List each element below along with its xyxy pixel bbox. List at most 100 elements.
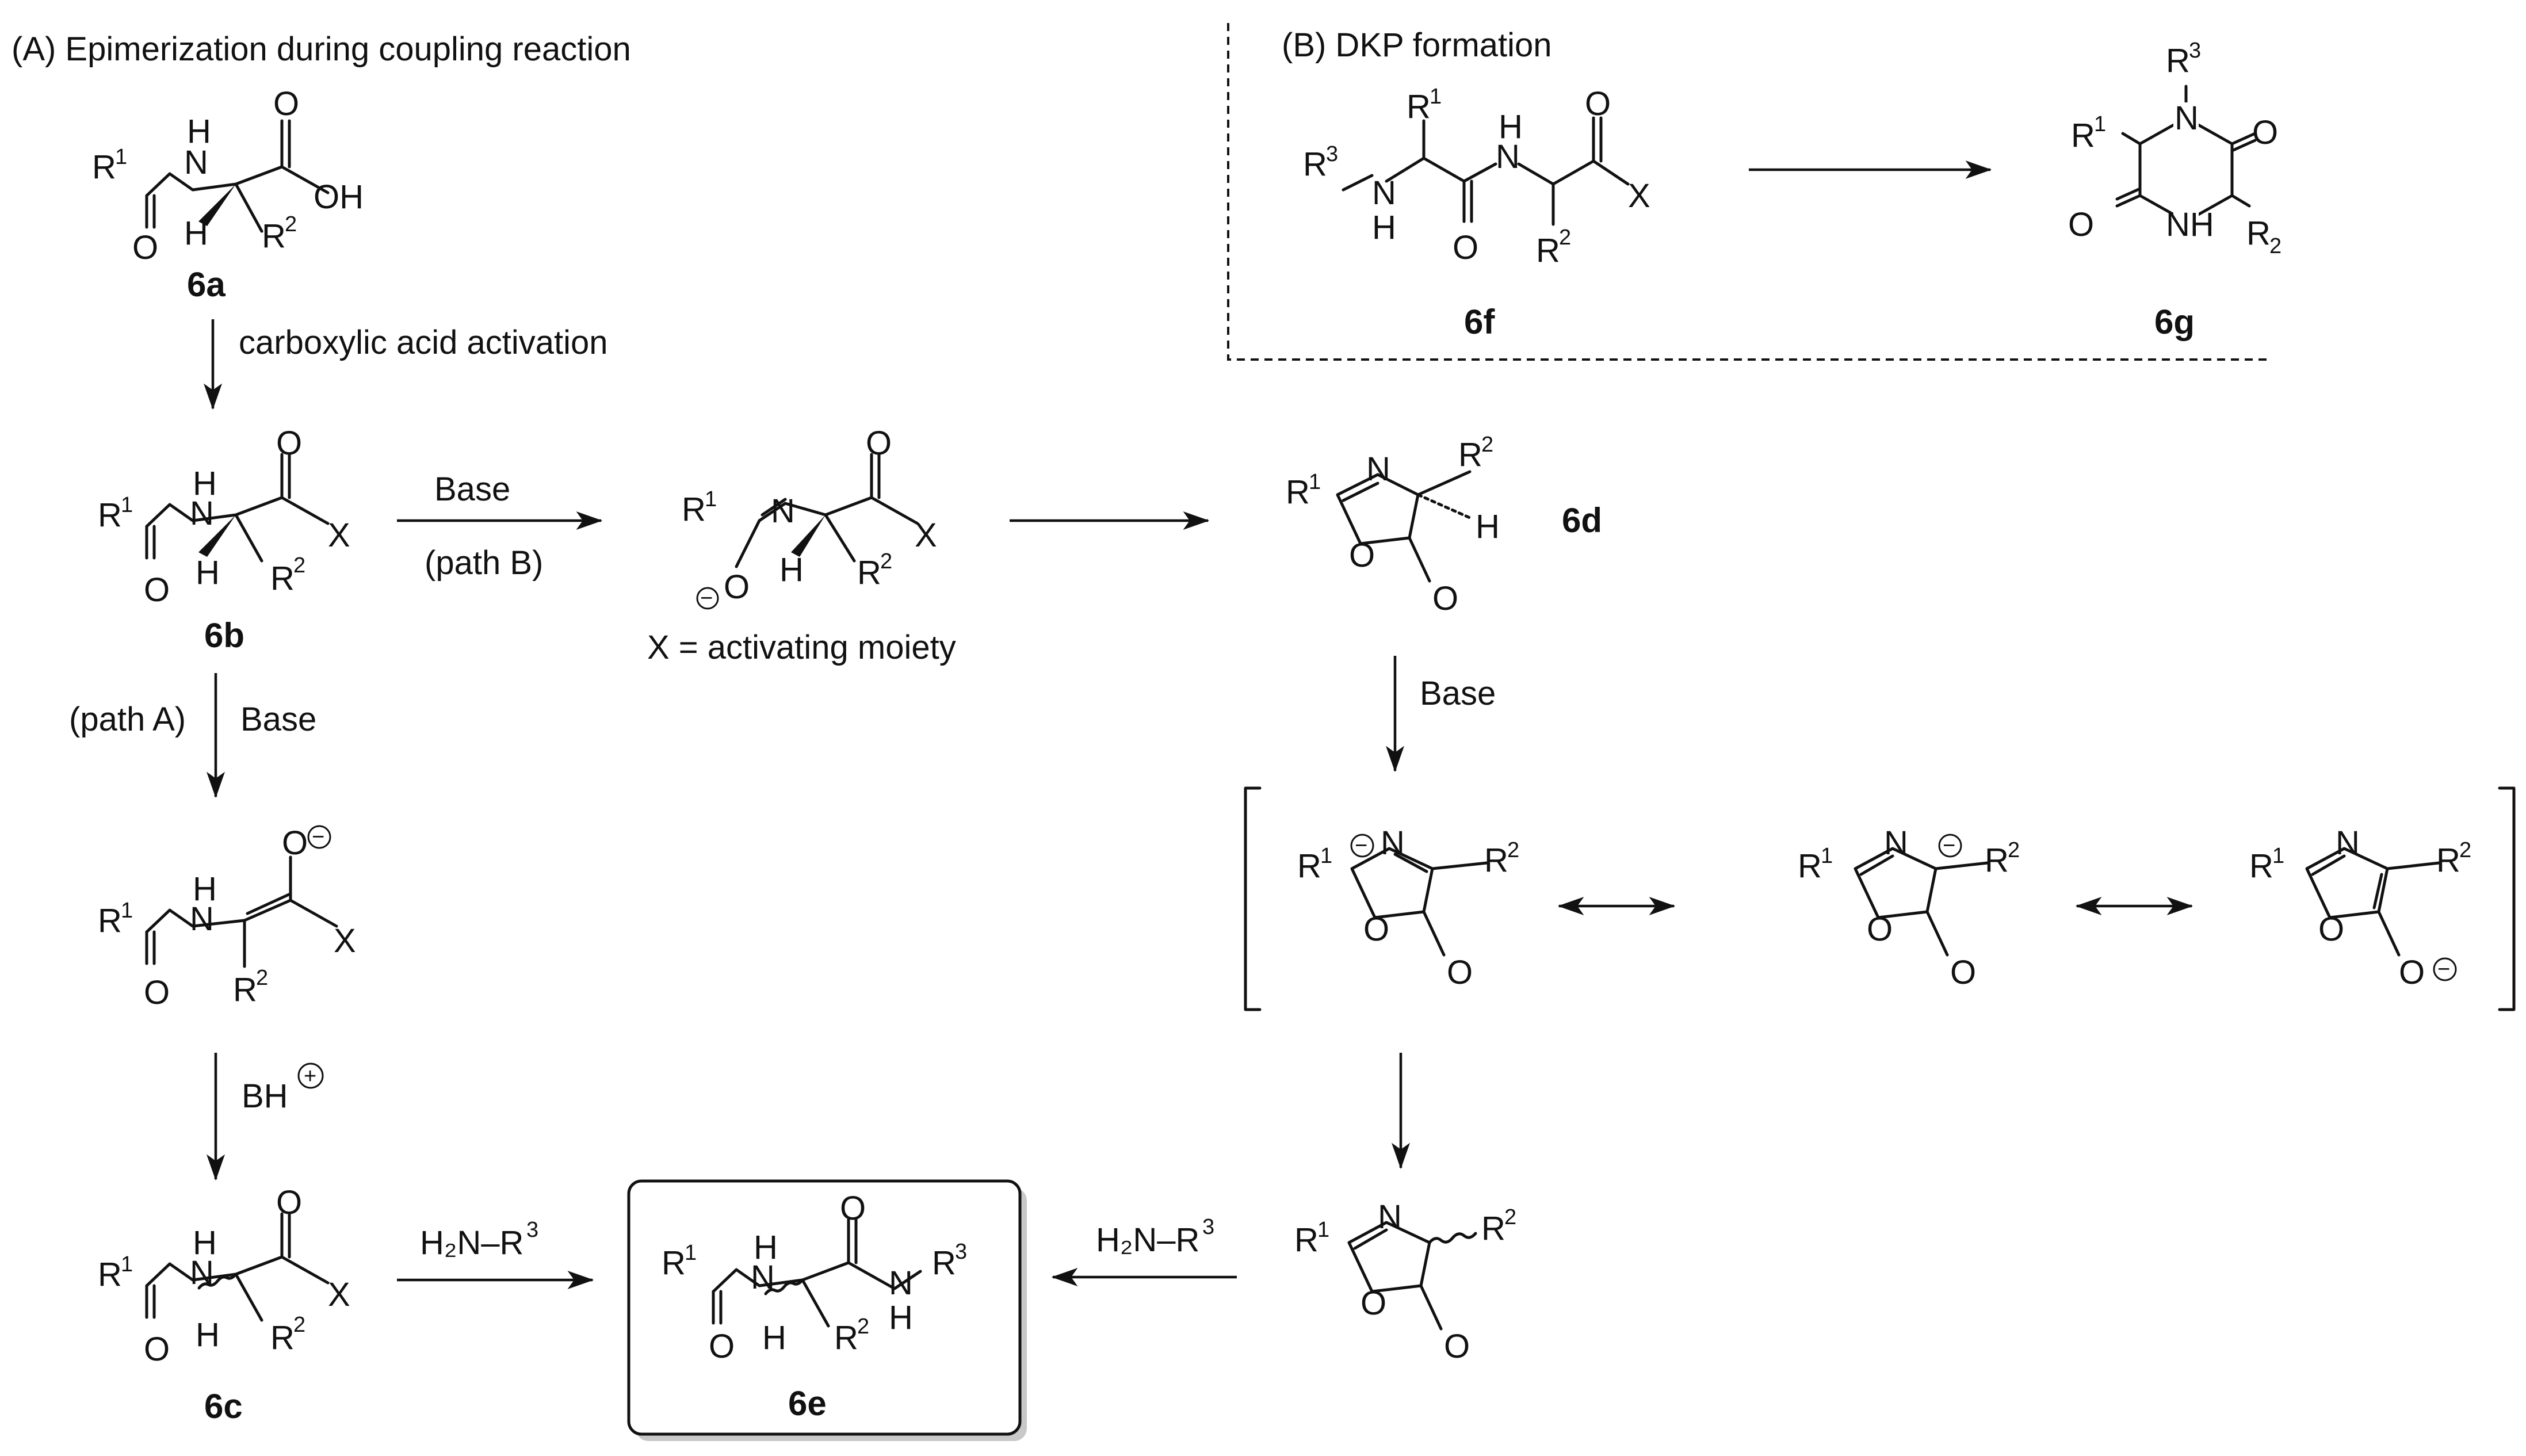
svg-text:N: N: [771, 492, 795, 530]
svg-text:O: O: [2068, 206, 2094, 243]
svg-text:R: R: [1407, 88, 1431, 125]
svg-text:O: O: [282, 824, 308, 862]
svg-text:3: 3: [2189, 39, 2201, 63]
svg-text:H: H: [193, 870, 217, 908]
svg-text:N: N: [190, 900, 214, 938]
svg-text:2: 2: [857, 1314, 869, 1339]
svg-text:R: R: [98, 496, 122, 534]
svg-text:O: O: [144, 571, 170, 609]
svg-text:1: 1: [1430, 85, 1442, 109]
bracket-right: [2498, 786, 2516, 1011]
reagent-amine-right-sup: 3: [1202, 1215, 1214, 1239]
reagent-path-a: (path A): [69, 701, 186, 738]
svg-text:O: O: [132, 229, 158, 266]
svg-text:R: R: [1484, 842, 1508, 879]
svg-text:N: N: [190, 495, 214, 532]
svg-text:H: H: [193, 465, 217, 502]
svg-text:−: −: [1355, 834, 1367, 858]
plus-charge: +: [304, 1064, 316, 1088]
svg-text:N: N: [2336, 824, 2360, 862]
svg-text:R: R: [92, 148, 116, 186]
svg-text:2: 2: [256, 966, 268, 990]
svg-text:R: R: [2166, 42, 2190, 79]
section-b-title: (B) DKP formation: [1282, 26, 1552, 64]
svg-text:X: X: [334, 922, 356, 960]
resonance-2: R 1 N − R 2 O O: [1798, 824, 2020, 991]
svg-text:R: R: [2071, 117, 2095, 154]
svg-text:O: O: [866, 425, 892, 462]
svg-text:R: R: [2246, 215, 2271, 252]
svg-text:O: O: [1349, 537, 1375, 574]
svg-text:O: O: [1432, 580, 1458, 617]
svg-text:O: O: [724, 568, 750, 606]
svg-text:R: R: [1303, 146, 1327, 183]
svg-text:O: O: [1867, 911, 1893, 948]
svg-text:3: 3: [955, 1240, 967, 1264]
label-6a: 6a: [187, 265, 226, 304]
svg-text:OH: OH: [314, 178, 364, 216]
svg-text:X: X: [915, 517, 937, 554]
svg-text:2: 2: [293, 1313, 305, 1337]
svg-text:O: O: [276, 1184, 302, 1221]
svg-text:O: O: [144, 974, 170, 1011]
svg-text:2: 2: [880, 549, 892, 574]
label-6b: 6b: [204, 616, 244, 655]
svg-text:N: N: [889, 1264, 913, 1302]
svg-text:1: 1: [1320, 844, 1332, 868]
svg-text:O: O: [1444, 1328, 1470, 1365]
svg-text:−: −: [312, 825, 324, 849]
svg-text:O: O: [1447, 954, 1473, 991]
svg-text:1: 1: [685, 1241, 697, 1265]
svg-text:R: R: [1458, 436, 1482, 473]
svg-text:1: 1: [121, 1252, 133, 1277]
svg-text:2: 2: [293, 553, 305, 578]
svg-text:O: O: [1453, 229, 1478, 266]
svg-text:H: H: [1499, 108, 1523, 146]
svg-text:N: N: [1378, 1198, 1402, 1236]
svg-text:H: H: [196, 1316, 220, 1354]
reagent-amine-right: H₂N–R: [1096, 1221, 1199, 1259]
svg-text:N: N: [1372, 174, 1396, 212]
bracket-left: [1244, 786, 1262, 1011]
svg-text:H: H: [1372, 209, 1396, 246]
svg-text:R: R: [932, 1244, 956, 1282]
svg-text:N: N: [184, 144, 208, 181]
svg-text:H: H: [779, 551, 804, 588]
svg-text:N: N: [1381, 824, 1405, 862]
molecule-6c: R 1 H N O X O H R 2: [98, 1184, 350, 1368]
molecule-enolate: R 1 H N O − X O R 2: [98, 824, 356, 1011]
label-6g: 6g: [2154, 303, 2195, 341]
svg-text:R: R: [2249, 847, 2273, 885]
reagent-activation: carboxylic acid activation: [239, 324, 608, 361]
svg-text:−: −: [700, 586, 713, 610]
svg-text:R: R: [1286, 473, 1310, 511]
svg-text:R: R: [262, 217, 286, 255]
svg-text:2: 2: [1507, 838, 1519, 862]
svg-text:1: 1: [2272, 844, 2284, 868]
svg-text:−: −: [1943, 834, 1955, 858]
svg-text:N: N: [1884, 824, 1908, 862]
section-a-title: (A) Epimerization during coupling reacti…: [12, 30, 631, 68]
svg-text:N: N: [2175, 100, 2199, 137]
molecule-6a: R 1 H N O OH O H R 2: [92, 85, 364, 266]
svg-text:R: R: [233, 971, 257, 1008]
svg-text:2: 2: [2008, 838, 2020, 862]
svg-text:N: N: [190, 1254, 214, 1291]
svg-text:1: 1: [1317, 1218, 1329, 1242]
svg-text:2: 2: [2269, 234, 2282, 258]
molecule-6g: R 3 N R 1 O O NH R 2: [2068, 39, 2282, 258]
molecule-6f: R 3 N H R 1 O H N R 2 O X: [1303, 85, 1650, 269]
svg-text:2: 2: [1559, 226, 1571, 250]
svg-text:2: 2: [285, 212, 297, 236]
svg-text:H: H: [193, 1224, 217, 1262]
molecule-6b: R 1 H N O X O H R 2: [98, 425, 350, 609]
molecule-6e: R 1 H N O N H R 3 O H R 2: [662, 1190, 967, 1365]
svg-text:O: O: [276, 425, 302, 462]
svg-text:R: R: [98, 902, 122, 939]
reagent-bh: BH: [242, 1077, 288, 1115]
svg-text:−: −: [2437, 957, 2450, 981]
svg-text:H: H: [184, 215, 208, 252]
svg-text:H: H: [196, 554, 220, 591]
svg-text:O: O: [1361, 1285, 1386, 1322]
